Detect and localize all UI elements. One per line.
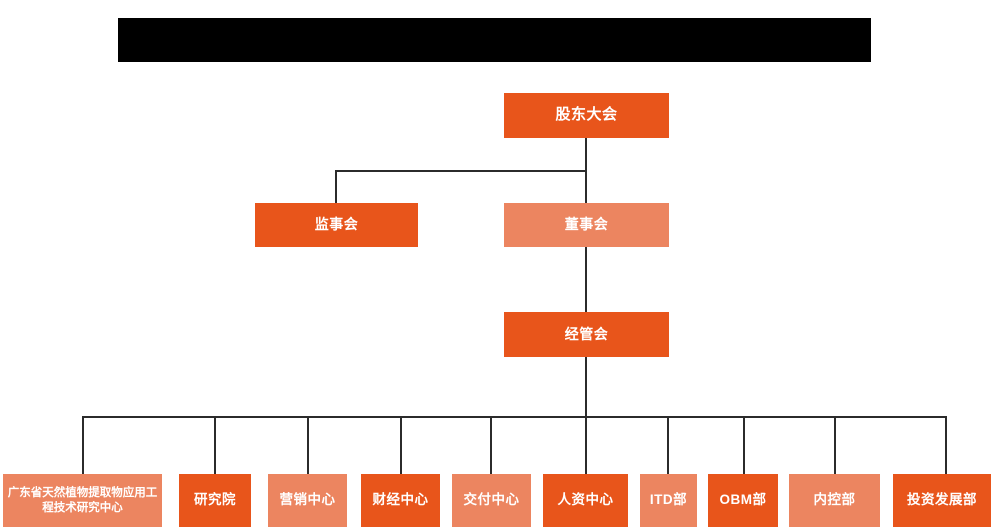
connector-drop-delivery xyxy=(490,416,492,474)
connector-board-to-management xyxy=(585,247,587,312)
connector-drop-finance xyxy=(400,416,402,474)
node-obm-department-label: OBM部 xyxy=(719,492,767,508)
node-delivery-center[interactable]: 交付中心 xyxy=(452,474,531,527)
node-finance-center[interactable]: 财经中心 xyxy=(361,474,440,527)
connector-drop-institute xyxy=(214,416,216,474)
node-natural-plant-extract-research-center-label: 广东省天然植物提取物应用工程技术研究中心 xyxy=(7,487,158,514)
node-shareholders-meeting-label: 股东大会 xyxy=(555,106,618,124)
node-shareholders-meeting[interactable]: 股东大会 xyxy=(504,93,669,138)
connector-drop-hr xyxy=(585,416,587,474)
node-itd-department[interactable]: ITD部 xyxy=(640,474,697,527)
node-research-institute-label: 研究院 xyxy=(194,492,236,508)
connector-drop-marketing xyxy=(307,416,309,474)
connector-to-board xyxy=(585,170,587,203)
connector-shareholders-stem xyxy=(585,138,587,172)
node-obm-department[interactable]: OBM部 xyxy=(708,474,778,527)
node-hr-center[interactable]: 人资中心 xyxy=(543,474,628,527)
node-marketing-center[interactable]: 营销中心 xyxy=(268,474,347,527)
node-investment-development-department-label: 投资发展部 xyxy=(907,492,977,508)
node-management-committee-label: 经管会 xyxy=(564,325,609,342)
connector-to-supervisors xyxy=(335,170,337,203)
node-marketing-center-label: 营销中心 xyxy=(279,492,336,508)
connector-level2-bus xyxy=(335,170,587,172)
node-itd-department-label: ITD部 xyxy=(649,492,688,508)
node-delivery-center-label: 交付中心 xyxy=(463,492,520,508)
node-natural-plant-extract-research-center[interactable]: 广东省天然植物提取物应用工程技术研究中心 xyxy=(3,474,162,527)
connector-drop-investment xyxy=(945,416,947,474)
node-internal-control-department[interactable]: 内控部 xyxy=(789,474,880,527)
redacted-title-bar xyxy=(118,18,871,62)
node-finance-center-label: 财经中心 xyxy=(372,492,429,508)
node-board-of-supervisors-label: 监事会 xyxy=(314,216,359,233)
node-board-of-directors[interactable]: 董事会 xyxy=(504,203,669,247)
node-internal-control-department-label: 内控部 xyxy=(813,492,856,508)
node-hr-center-label: 人资中心 xyxy=(557,492,614,508)
connector-drop-obm xyxy=(743,416,745,474)
connector-drop-research-center xyxy=(82,416,84,474)
node-board-of-supervisors[interactable]: 监事会 xyxy=(255,203,418,247)
node-management-committee[interactable]: 经管会 xyxy=(504,312,669,357)
node-investment-development-department[interactable]: 投资发展部 xyxy=(893,474,991,527)
redacted-title-text xyxy=(118,18,871,62)
connector-department-bus xyxy=(82,416,947,418)
node-research-institute[interactable]: 研究院 xyxy=(179,474,251,527)
node-board-of-directors-label: 董事会 xyxy=(564,216,609,233)
connector-drop-itd xyxy=(667,416,669,474)
connector-drop-internal-control xyxy=(834,416,836,474)
connector-management-stem xyxy=(585,357,587,417)
